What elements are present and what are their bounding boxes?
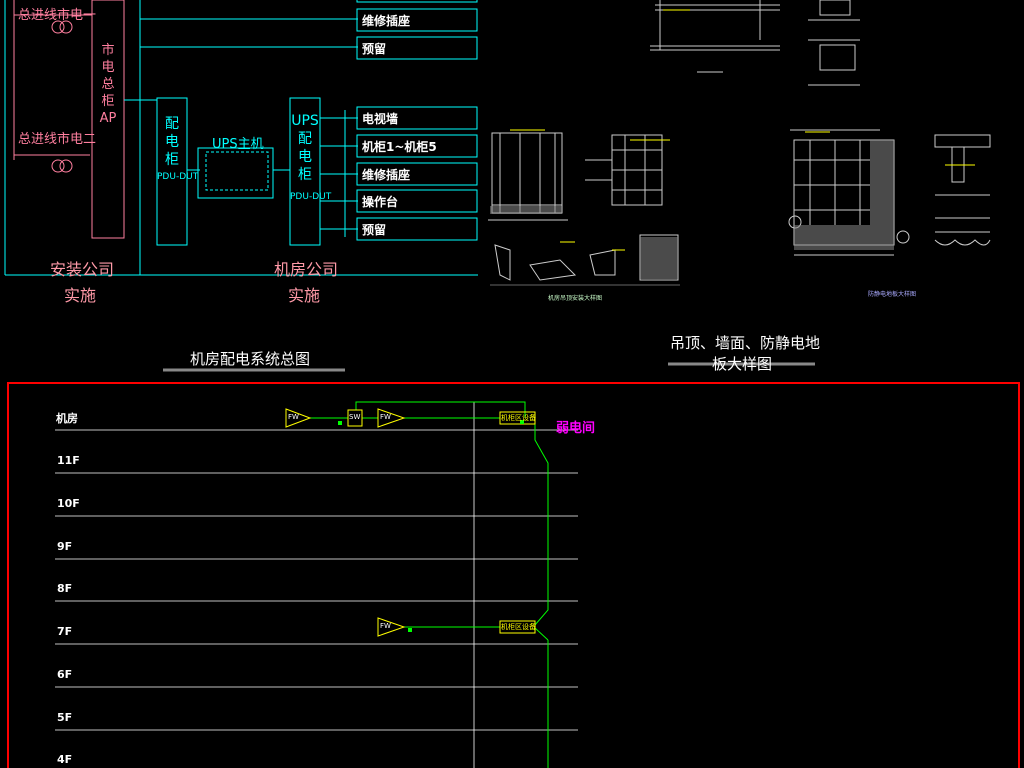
box-racks: 机柜1~机柜5: [362, 140, 437, 154]
box-tv-wall: 电视墙: [362, 112, 399, 126]
floor-label-8f: 8F: [57, 582, 73, 595]
floor-label-10f: 10F: [57, 497, 80, 510]
feeder-2-label: 总进线市电二: [18, 132, 97, 147]
pdu-cabinet-left: 配 电 柜: [162, 115, 182, 169]
detail-title-line1: 吊顶、墙面、防静电地: [670, 334, 821, 352]
box-console: 操作台: [362, 195, 399, 209]
detail-title: 吊顶、墙面、防静电地 板大样图: [670, 332, 820, 374]
floor-label-5f: 5F: [57, 711, 73, 724]
install-company-line1: 安装公司: [50, 260, 115, 279]
pdu-left-char-3: 柜: [165, 152, 179, 168]
pdu-left-char-2: 电: [165, 134, 179, 150]
rack-tag-1: 机柜区设备: [501, 414, 536, 422]
pdu-left-sub-label: PDU-DUT: [157, 172, 199, 182]
weak-room-label: 弱电间: [556, 421, 596, 436]
install-company-label: 安装公司 实施: [50, 256, 114, 306]
box-top-maintenance: 维修插座: [362, 14, 411, 28]
system-title: 机房配电系统总图: [190, 350, 311, 368]
floor-label-machine-room: 机房: [56, 412, 78, 425]
box-top-reserve: 预留: [362, 42, 387, 56]
ups-host-label: UPS主机: [212, 137, 264, 152]
rack-tag-2: 机柜区设备: [501, 623, 536, 631]
detail-title-line2: 板大样图: [712, 355, 773, 373]
room-company-line1: 机房公司: [274, 260, 339, 279]
ups-pdu-cabinet: UPS 配 电 柜: [290, 112, 320, 184]
ups-pdu-char-3: 电: [298, 149, 312, 165]
feeder-1-label: 总进线市电一: [18, 8, 97, 23]
box-maintenance: 维修插座: [362, 168, 411, 182]
floor-label-6f: 6F: [57, 668, 73, 681]
floor-label-4f: 4F: [57, 753, 73, 766]
sw-tag: SW: [349, 413, 361, 421]
detail-caption-floor: 防静电地板大样图: [868, 291, 917, 298]
pdu-right-sub-label: PDU-DUT: [290, 192, 332, 202]
fw-tag-1: FW: [288, 413, 299, 421]
detail-caption-ceiling: 机房吊顶安装大样图: [548, 295, 603, 302]
ups-pdu-char-1: UPS: [291, 113, 319, 129]
ups-pdu-char-2: 配: [298, 131, 312, 147]
fw-tag-3: FW: [380, 622, 391, 630]
room-company-line2: 实施: [288, 286, 321, 305]
floor-label-11f: 11F: [57, 454, 80, 467]
install-company-line2: 实施: [64, 286, 97, 305]
floor-label-9f: 9F: [57, 540, 73, 553]
fw-tag-2: FW: [380, 413, 391, 421]
pdu-left-char-1: 配: [165, 116, 179, 132]
box-reserve: 预留: [362, 223, 387, 237]
floor-label-7f: 7F: [57, 625, 73, 638]
room-company-label: 机房公司 实施: [274, 256, 338, 306]
ups-pdu-char-4: 柜: [298, 167, 312, 183]
ap-cabinet-label: 市电总柜AP: [99, 43, 117, 126]
